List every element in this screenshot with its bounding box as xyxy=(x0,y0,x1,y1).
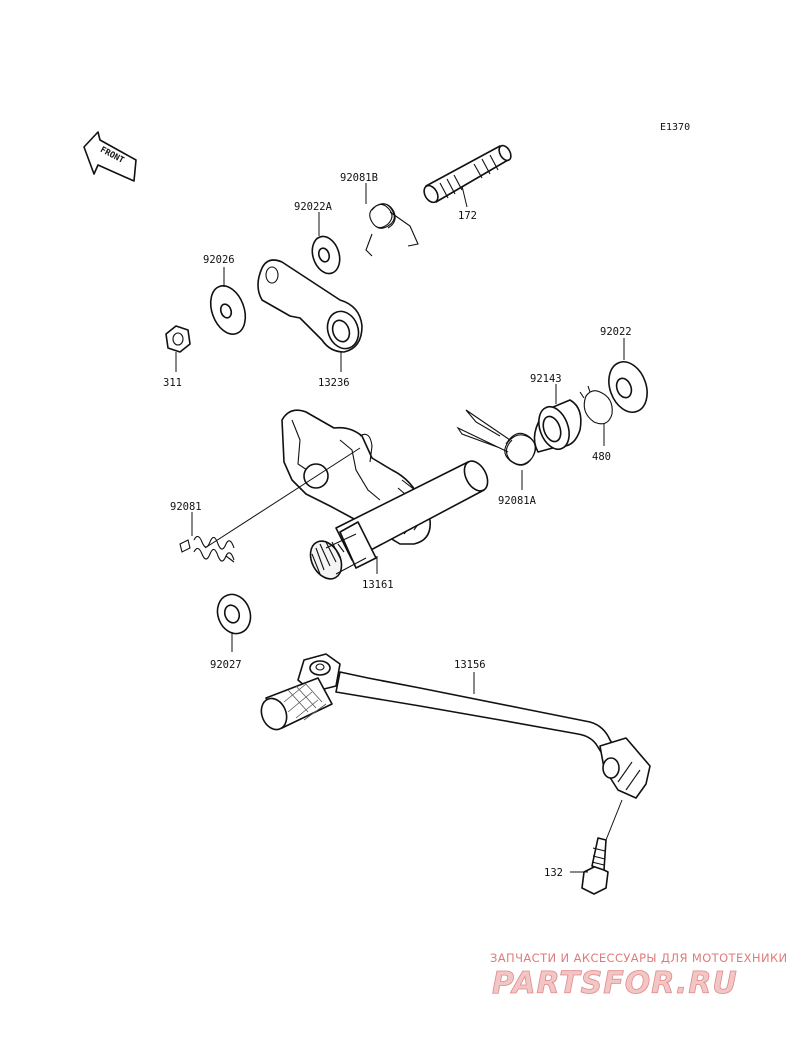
label-92081b: 92081B xyxy=(340,172,378,184)
washer-92027 xyxy=(216,593,252,635)
shift-shaft-13161 xyxy=(281,409,489,580)
spring-92081a xyxy=(456,409,537,466)
watermark: ЗАПЧАСТИ И АКСЕССУАРЫ ДЛЯ МОТОТЕХНИКИ PA… xyxy=(490,951,788,1001)
label-92027: 92027 xyxy=(210,659,242,671)
shaft-172 xyxy=(423,144,512,204)
label-13236: 13236 xyxy=(318,377,350,389)
lever-arm-13236 xyxy=(257,259,363,353)
circlip-480 xyxy=(579,385,613,425)
diagram-code: E1370 xyxy=(660,122,690,133)
bolt-132 xyxy=(581,837,609,895)
washer-92022 xyxy=(608,361,648,413)
label-92081: 92081 xyxy=(170,501,202,513)
label-311: 311 xyxy=(163,377,182,389)
label-92143: 92143 xyxy=(530,373,562,385)
watermark-tagline: ЗАПЧАСТИ И АКСЕССУАРЫ ДЛЯ МОТОТЕХНИКИ xyxy=(490,951,788,965)
nut-311 xyxy=(165,325,191,353)
washer-92022a xyxy=(311,235,341,275)
label-132: 132 xyxy=(544,867,563,879)
label-13156: 13156 xyxy=(454,659,486,671)
label-92022a: 92022A xyxy=(294,201,333,213)
washer-92026 xyxy=(209,285,247,335)
label-92081a: 92081A xyxy=(498,495,537,507)
label-92022: 92022 xyxy=(600,326,632,338)
label-480: 480 xyxy=(592,451,611,463)
spring-92081 xyxy=(179,535,235,563)
label-13161: 13161 xyxy=(362,579,394,591)
spring-92081b xyxy=(365,203,419,257)
front-arrow-icon: FRONT xyxy=(83,131,137,182)
watermark-site: PARTSFOR.RU xyxy=(492,966,738,1001)
collar-92143 xyxy=(533,399,582,453)
shift-pedal-13156 xyxy=(260,653,651,799)
label-92026: 92026 xyxy=(203,254,235,266)
label-172: 172 xyxy=(458,210,477,222)
